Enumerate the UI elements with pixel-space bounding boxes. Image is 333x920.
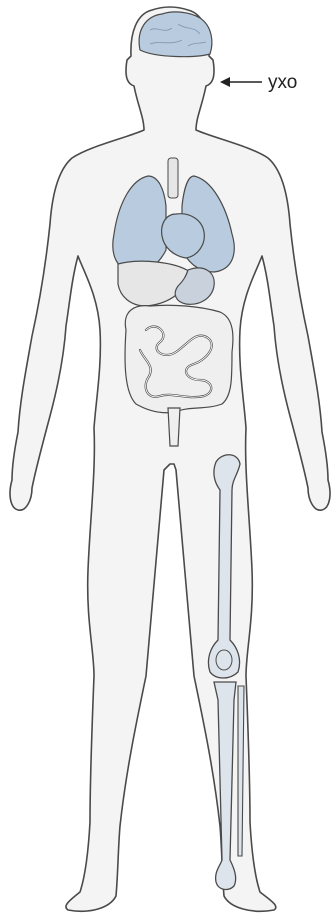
body-silhouette (10, 7, 330, 911)
ear-pointer-arrowhead (220, 77, 230, 87)
trachea (168, 158, 178, 198)
kneecap (216, 650, 232, 670)
ear-label: ухо (268, 72, 297, 93)
brain (139, 12, 212, 57)
rectum (168, 408, 180, 446)
